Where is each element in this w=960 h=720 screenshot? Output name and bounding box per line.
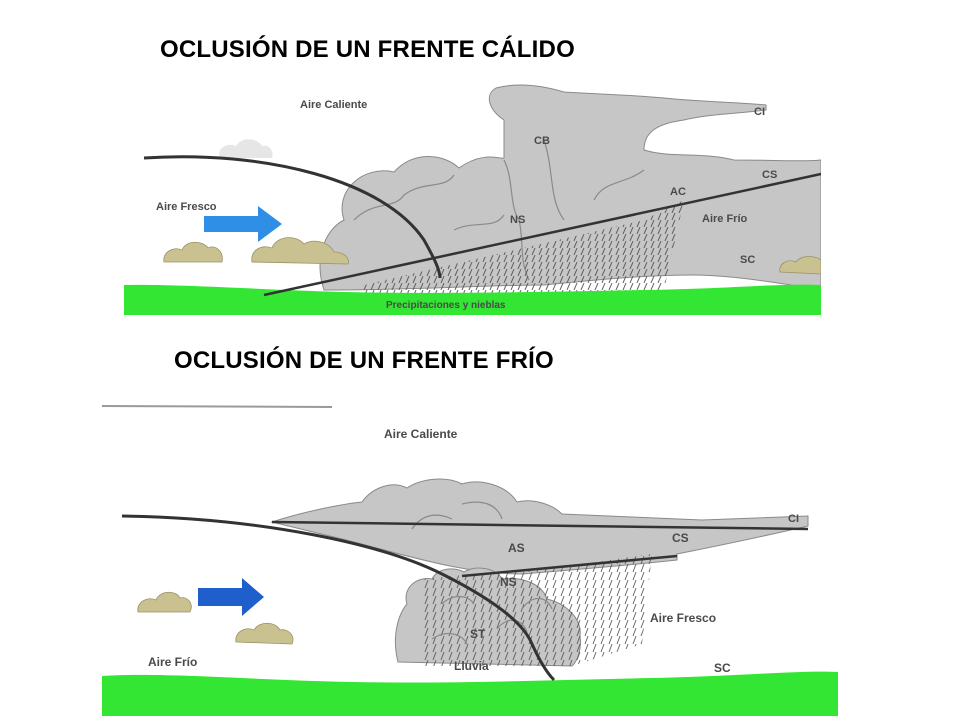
faint-cloud	[219, 139, 273, 158]
label-aire-frio: Aire Frío	[148, 655, 197, 669]
cloud-mass	[319, 84, 821, 291]
label-cb: CB	[534, 135, 550, 147]
label-sc: SC	[740, 254, 755, 266]
label-ns: NS	[510, 214, 525, 226]
label-st: ST	[470, 627, 486, 641]
top-edge-line	[102, 405, 333, 408]
label-ci: CI	[754, 106, 765, 118]
arrow-right-icon	[204, 206, 282, 242]
arrow-right-icon	[198, 578, 264, 616]
warm-front-surface	[263, 172, 821, 297]
warm-front-title: OCLUSIÓN DE UN FRENTE CÁLIDO	[160, 36, 575, 63]
label-aire-fresco: Aire Fresco	[650, 611, 716, 625]
cold-air-boundary	[121, 514, 556, 682]
small-cloud	[779, 256, 821, 275]
label-aire-caliente: Aire Caliente	[300, 99, 367, 111]
upper-front-surface	[271, 520, 809, 531]
cloud-ridge	[411, 501, 553, 645]
rain-area	[422, 554, 652, 666]
cold-air-boundary	[143, 155, 442, 279]
label-aire-caliente: Aire Caliente	[384, 427, 458, 441]
cloud-ridge	[353, 139, 645, 281]
label-ns: NS	[500, 575, 517, 589]
small-cloud	[235, 622, 294, 645]
label-as: AS	[508, 541, 525, 555]
cold-front-occlusion-diagram: Aire Caliente CI AS CS NS ST Aire Fresco…	[102, 405, 838, 716]
small-cloud	[137, 591, 192, 613]
lower-front-surface	[461, 554, 678, 578]
label-lluvia: Lluvia	[454, 659, 489, 673]
label-precipitaciones: Precipitaciones y nieblas	[386, 300, 506, 311]
small-cloud	[251, 237, 349, 265]
ground	[124, 284, 821, 315]
label-cs: CS	[762, 169, 777, 181]
label-sc: SC	[714, 661, 731, 675]
warm-front-occlusion-diagram: Aire Caliente CI CB CS AC Aire Fresco NS…	[124, 84, 821, 315]
precipitation-area	[364, 200, 684, 295]
label-cs: CS	[672, 531, 689, 545]
small-cloud	[163, 241, 223, 263]
label-ci: CI	[788, 513, 799, 525]
label-ac: AC	[670, 186, 686, 198]
ground	[102, 671, 838, 716]
cold-front-title: OCLUSIÓN DE UN FRENTE FRÍO	[174, 347, 554, 374]
label-aire-frio: Aire Frío	[702, 213, 748, 225]
label-aire-fresco: Aire Fresco	[156, 201, 217, 213]
